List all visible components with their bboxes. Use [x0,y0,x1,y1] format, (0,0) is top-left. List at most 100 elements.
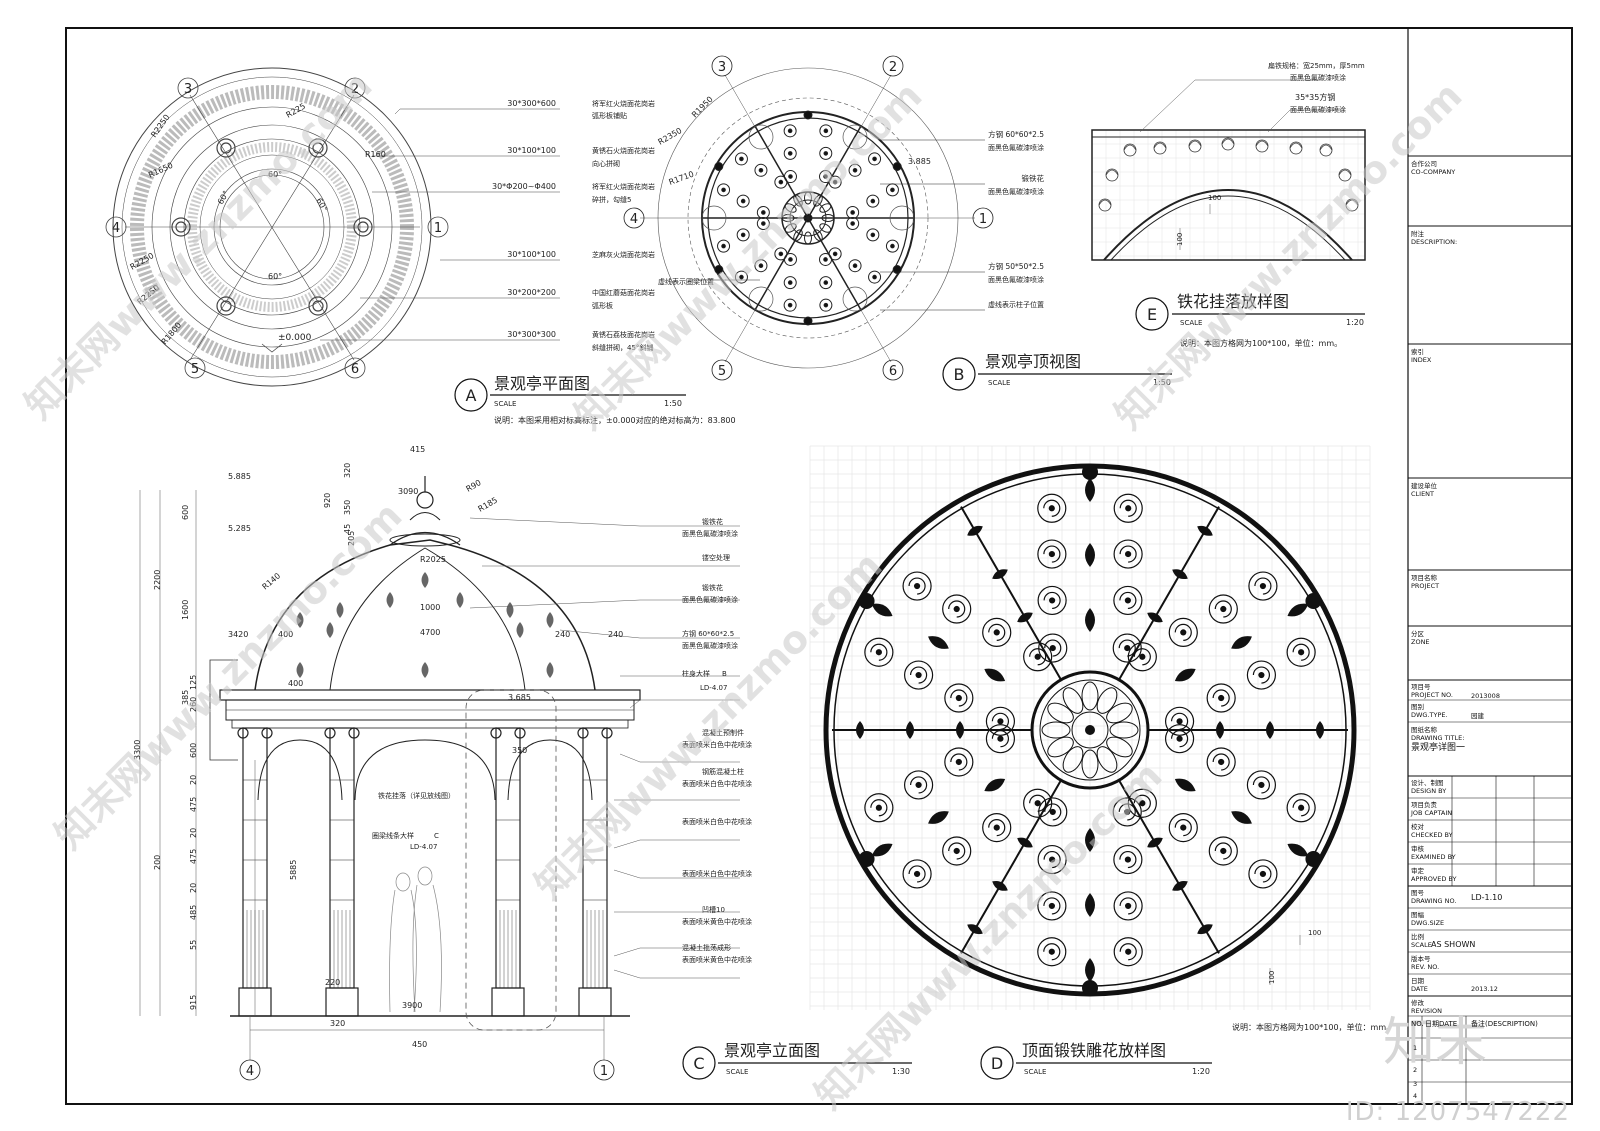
plan-dim: 60° [268,272,282,281]
top-view-label-spec: 方钢 60*60*2.5 [988,129,1044,139]
tb-label-cn: 图别 [1411,703,1424,711]
elevation-label: 表面喷米黄色中花喷涂 [682,955,752,964]
title-a-scale-label: SCALE [494,400,516,408]
hanging-label: 35*35方钢 [1295,92,1335,102]
axis-6: 6 [889,364,897,379]
top-view-dim: R1950 [690,95,715,120]
title-c-scale: 1:30 [892,1067,910,1076]
title-c-letter: C [693,1054,704,1073]
tb-label-en: REV. NO. [1411,963,1440,971]
tb-label-cn: 审定 [1411,867,1424,875]
plan-label-sub: 碎拼，勾缝5 [592,195,631,204]
tb-label-en: JOB CAPTAIN [1411,809,1453,817]
elevation-label: 锻铁花 [702,517,723,526]
elevation-dim: 1000 [420,603,440,612]
elevation-dim: 3300 [133,740,142,760]
elevation-dim: 3420 [228,630,248,639]
tb-label-cn: 图幅 [1411,911,1424,919]
elevation-dim: 320 [330,1019,345,1028]
tb-dwg-type-value: 园建 [1471,712,1484,720]
grid-dim-label: 100 [1208,194,1221,202]
tb-label-en: DRAWING NO. [1411,897,1457,905]
elevation-dim: 55 [189,940,198,950]
plan-dim: R160 [365,150,386,159]
tb-label-en: EXAMINED BY [1411,853,1456,861]
title-d: D 顶面锻铁雕花放样图 SCALE 1:20 [980,1041,1212,1080]
plan-label-spec: 30*300*600 [507,99,556,108]
plan-label-sub: 弧形板铺贴 [592,111,627,120]
iron-pattern-view-d [809,445,1371,1010]
elevation-dim: 475 [189,797,198,812]
title-a-letter: A [466,386,477,405]
elevation-dim: 450 [412,1040,427,1049]
tb-label-en: APPROVED BY [1411,875,1457,883]
plan-view-a [105,67,560,387]
axis-3: 3 [718,60,726,75]
axis-1: 1 [979,212,987,227]
title-d-scale: 1:20 [1192,1067,1210,1076]
elevation-label: 镂空处理 [702,553,730,562]
title-b-scale-label: SCALE [988,379,1010,387]
plan-label-spec: 30*Φ200~Φ400 [492,182,556,191]
tb-rev-row: 4 [1413,1092,1418,1100]
elevation-dim: 240 [555,630,570,639]
elevation-dim: 3090 [398,487,418,496]
tb-label-en: DWG.SIZE [1411,919,1445,927]
elevation-dim: 3.685 [508,693,531,702]
tb-label-en: ZONE [1411,638,1430,646]
tb-label-cn: 校对 [1411,823,1424,831]
title-d-text: 顶面锻铁雕花放样图 [1022,1041,1166,1060]
tb-label-cn: 项目名称 [1411,574,1437,582]
top-view-axis-labels: 1 2 3 4 5 6 [630,60,987,379]
title-e-letter: E [1147,305,1157,324]
plan-label-spec: 30*100*100 [507,250,556,259]
tb-label-en: CLIENT [1411,490,1435,498]
plan-material-labels: 30*300*600 将军红火烧面花岗岩 弧形板铺贴 30*100*100 黄锈… [492,99,655,352]
elevation-label: 面黑色氟碳漆喷涂 [682,641,738,650]
elevation-label: 表面喷米白色中花喷涂 [682,740,752,749]
tb-label-en: DESIGN BY [1411,787,1447,795]
axis-2: 2 [889,60,897,75]
tb-label-cn: 设计、制图 [1411,779,1444,787]
title-e: E 铁花挂落放样图 SCALE 1:20 说明：本图方格网为100*100，单位… [1135,292,1365,348]
elevation-dim: 920 [323,493,332,508]
tb-label-en: SCALE [1411,941,1432,949]
elevation-label: C [434,832,439,840]
elevation-label: 表面喷米黄色中花喷涂 [682,917,752,926]
tb-label-en: PROJECT [1411,582,1440,590]
top-view-b [623,55,994,381]
tb-label-en: CO-COMPANY [1411,168,1456,176]
axis-5: 5 [191,362,199,377]
top-view-label-desc: 虚线表示柱子位置 [988,300,1044,309]
title-a: A 景观亭平面图 SCALE 1:50 说明：本图采用相对标高标注，±0.000… [454,374,736,425]
tb-rev-row: 3 [1413,1080,1418,1088]
plan-label-sub: 斜缝拼砌，45°斜铺 [592,343,653,352]
elevation-dim: 20 [189,775,198,785]
tb-label-en: DATE [1411,985,1428,993]
elevation-label: 方钢 60*60*2.5 [682,629,734,638]
elevation-dim: 5885 [289,860,298,880]
elevation-label: 混凝土批荡成形 [682,943,731,952]
tb-rev-head-no: NO. [1411,1020,1424,1028]
elevation-dim: 320 [343,463,352,478]
elevation-dim: R90 [465,478,483,494]
plan-label-desc: 芝麻灰火烧面花岗岩 [592,250,655,259]
elevation-dim: 415 [410,445,425,454]
elevation-dim: R185 [477,496,500,514]
plan-label-spec: 30*100*100 [507,146,556,155]
tb-date-value: 2013.12 [1471,985,1498,993]
tb-scale-value: AS SHOWN [1431,940,1476,949]
elevation-dim: 475 [189,849,198,864]
title-b-scale: 1:50 [1153,378,1171,387]
tb-label-cn: 合作公司 [1411,160,1437,168]
axis-4: 4 [630,212,638,227]
title-c: C 景观亭立面图 SCALE 1:30 [682,1041,912,1080]
tb-label-en: INDEX [1411,356,1432,364]
